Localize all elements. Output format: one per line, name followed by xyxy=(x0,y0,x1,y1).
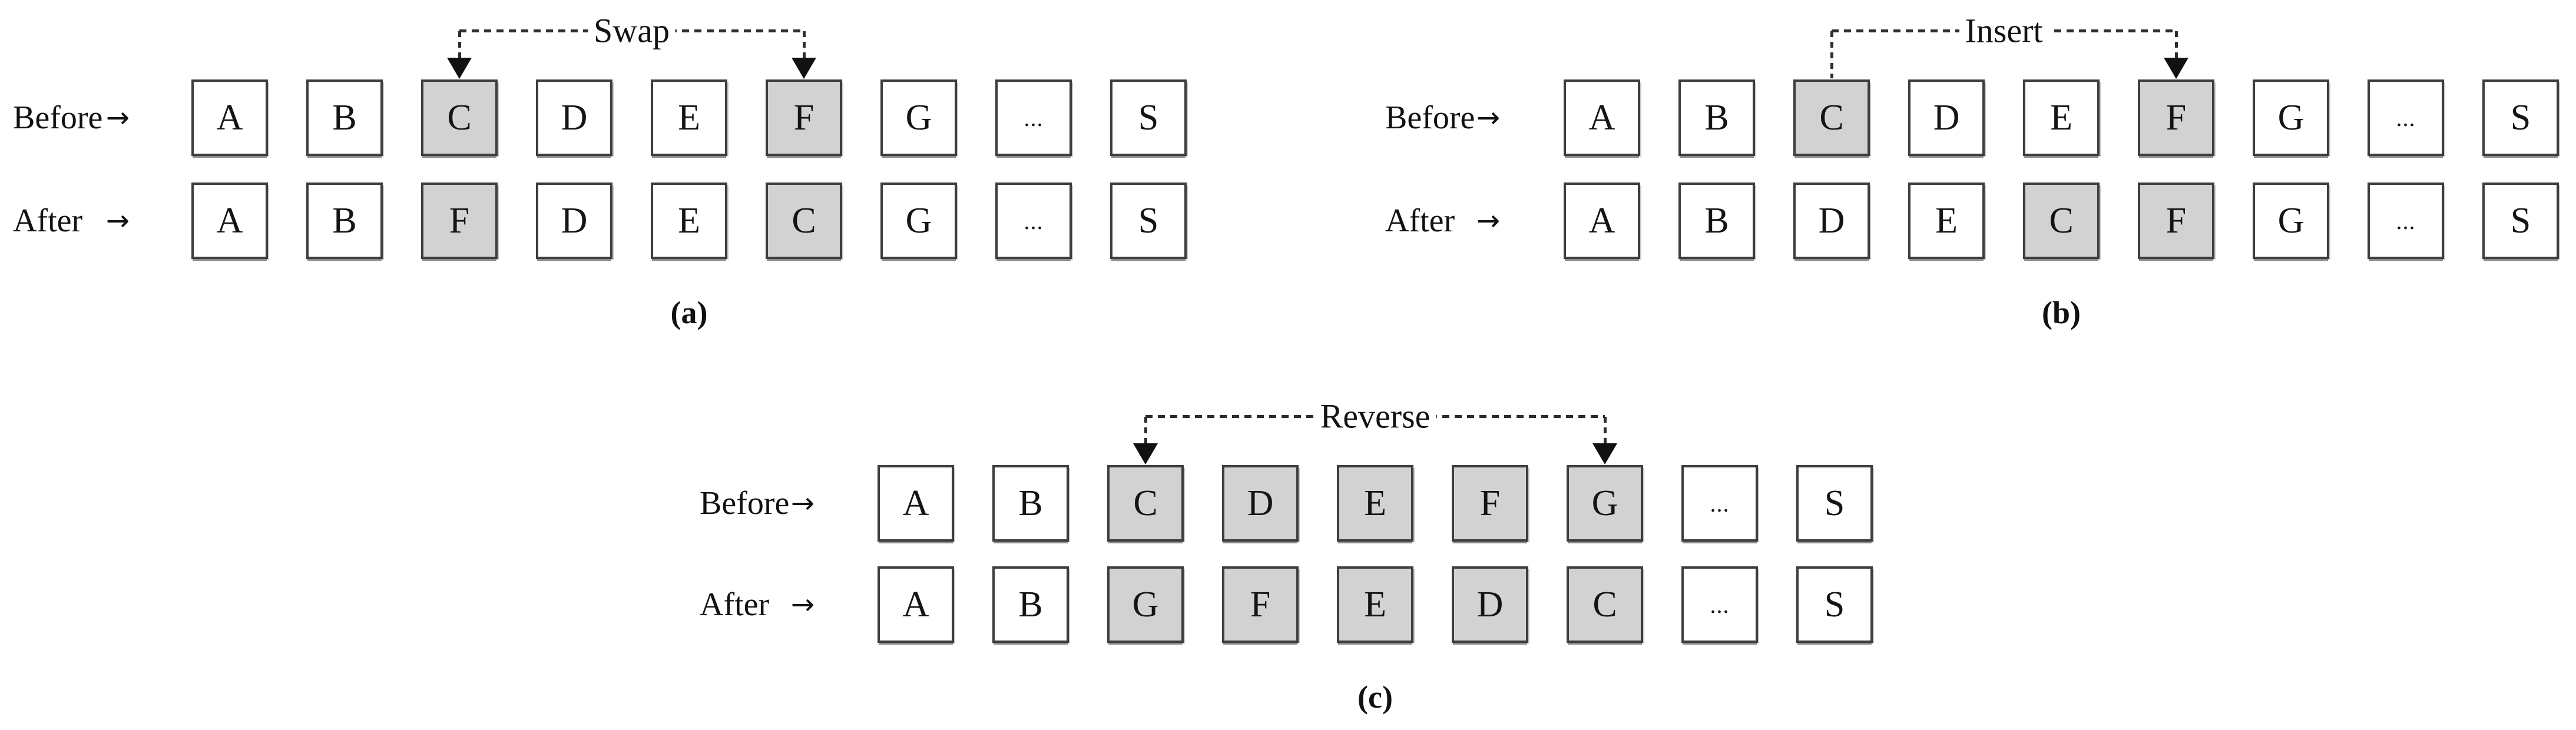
down-arrowhead-icon xyxy=(2164,58,2188,79)
sequence-box: B xyxy=(992,566,1069,643)
right-arrow-icon: → xyxy=(1476,101,1500,134)
after-row-label: After → xyxy=(1385,182,1500,259)
before-row-label: Before → xyxy=(13,79,130,156)
sequence-box: A xyxy=(191,79,268,156)
sequence-box: A xyxy=(878,566,954,643)
sequence-box: D xyxy=(536,79,612,156)
sequence-box: C xyxy=(766,182,842,259)
sequence-box: S xyxy=(1796,566,1873,643)
down-arrowhead-icon xyxy=(792,58,816,79)
dashed-connector-drop-left xyxy=(1830,31,1833,78)
sequence-box: F xyxy=(766,79,842,156)
right-arrow-icon: → xyxy=(105,101,130,134)
sequence-box-ellipsis: ... xyxy=(1681,566,1758,643)
sequence-box: S xyxy=(1110,79,1187,156)
sequence-box: E xyxy=(651,79,727,156)
right-arrow-icon: → xyxy=(105,204,130,237)
after-label-text: After xyxy=(700,586,770,623)
panel-caption: (a) xyxy=(670,295,708,330)
after-label-text: After xyxy=(1385,203,1455,239)
dashed-connector-drop-right xyxy=(803,31,806,58)
sequence-box-ellipsis: ... xyxy=(995,182,1072,259)
before-label-text: Before xyxy=(1385,99,1475,136)
sequence-box: S xyxy=(2482,79,2559,156)
dashed-connector-drop-right xyxy=(1604,417,1607,444)
sequence-box: F xyxy=(2138,182,2214,259)
before-row-label: Before → xyxy=(700,465,814,542)
dashed-connector-line xyxy=(459,29,804,32)
sequence-box: D xyxy=(1793,182,1870,259)
dashed-connector-line xyxy=(1145,415,1605,418)
sequence-box: G xyxy=(2253,79,2329,156)
sequence-box: S xyxy=(1110,182,1187,259)
sequence-box: A xyxy=(1564,79,1640,156)
sequence-box-ellipsis: ... xyxy=(995,79,1072,156)
sequence-box-ellipsis: ... xyxy=(2368,182,2444,259)
before-label-text: Before xyxy=(13,99,103,136)
sequence-box: S xyxy=(2482,182,2559,259)
sequence-box: D xyxy=(1222,465,1299,542)
sequence-box: E xyxy=(1337,465,1413,542)
sequence-box: E xyxy=(651,182,727,259)
sequence-box: C xyxy=(1107,465,1184,542)
sequence-box: C xyxy=(421,79,498,156)
right-arrow-icon: → xyxy=(1476,204,1500,237)
before-row-label: Before → xyxy=(1385,79,1500,156)
sequence-box: C xyxy=(1793,79,1870,156)
sequence-box: F xyxy=(1452,465,1528,542)
sequence-box: D xyxy=(1908,79,1985,156)
panel-caption: (c) xyxy=(1357,679,1393,715)
sequence-box: B xyxy=(1678,79,1755,156)
panel-caption: (b) xyxy=(2042,295,2081,330)
down-arrowhead-icon xyxy=(1133,443,1158,464)
dashed-connector-drop-left xyxy=(1144,417,1147,444)
sequence-box: G xyxy=(880,182,957,259)
sequence-box: G xyxy=(1107,566,1184,643)
sequence-box: B xyxy=(306,182,383,259)
sequence-box: D xyxy=(1452,566,1528,643)
sequence-box: E xyxy=(1908,182,1985,259)
sequence-box: G xyxy=(2253,182,2329,259)
sequence-box: F xyxy=(421,182,498,259)
sequence-box: E xyxy=(2023,79,2100,156)
sequence-box: B xyxy=(992,465,1069,542)
sequence-box: B xyxy=(306,79,383,156)
after-row-label: After → xyxy=(700,566,814,643)
sequence-box: C xyxy=(1567,566,1643,643)
after-label-text: After xyxy=(13,203,83,239)
sequence-box: S xyxy=(1796,465,1873,542)
sequence-box: F xyxy=(1222,566,1299,643)
sequence-box: G xyxy=(1567,465,1643,542)
sequence-box: C xyxy=(2023,182,2100,259)
down-arrowhead-icon xyxy=(1592,443,1617,464)
sequence-box: A xyxy=(191,182,268,259)
sequence-box: A xyxy=(1564,182,1640,259)
operation-label: Swap xyxy=(588,11,676,51)
sequence-box: F xyxy=(2138,79,2214,156)
sequence-box: A xyxy=(878,465,954,542)
right-arrow-icon: → xyxy=(790,487,814,520)
dashed-connector-line xyxy=(1832,29,2176,32)
operation-label: Reverse xyxy=(1314,396,1436,436)
dashed-connector-drop-left xyxy=(458,31,461,58)
sequence-box: E xyxy=(1337,566,1413,643)
right-arrow-icon: → xyxy=(790,588,814,621)
sequence-box: G xyxy=(880,79,957,156)
sequence-box-ellipsis: ... xyxy=(1681,465,1758,542)
after-row-label: After → xyxy=(13,182,130,259)
sequence-box: B xyxy=(1678,182,1755,259)
sequence-box-ellipsis: ... xyxy=(2368,79,2444,156)
dashed-connector-drop-right xyxy=(2175,31,2178,58)
operation-label: Insert xyxy=(1959,11,2049,51)
down-arrowhead-icon xyxy=(447,58,472,79)
before-label-text: Before xyxy=(700,485,790,522)
sequence-box: D xyxy=(536,182,612,259)
